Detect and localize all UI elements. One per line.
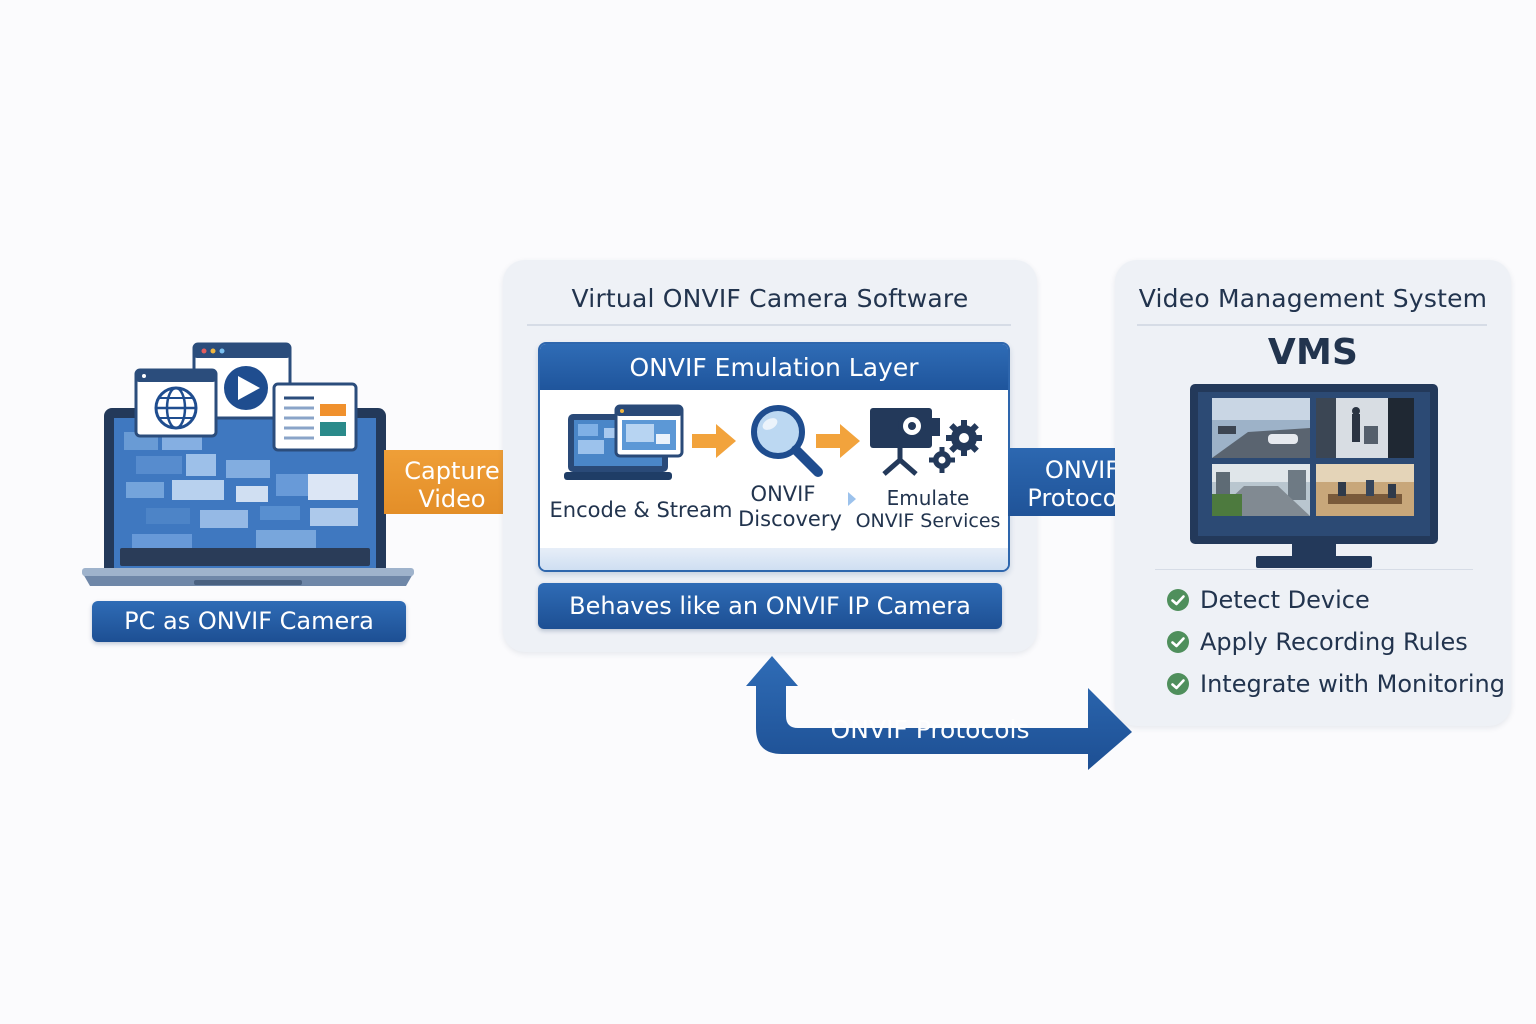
behaves-like-label: Behaves like an ONVIF IP Camera (538, 583, 1002, 629)
software-title: Virtual ONVIF Camera Software (571, 284, 969, 313)
encode-stream-icon (564, 404, 690, 484)
emulation-layer-footer (540, 548, 1008, 570)
globe-window-icon (134, 368, 218, 438)
vms-monitor-divider (1155, 569, 1473, 570)
check-icon (1167, 673, 1189, 695)
step-chevron-icon (846, 490, 858, 508)
vms-title: Video Management System (1138, 284, 1488, 313)
onvif-protocols-bottom-label: ONVIF Protocols (830, 715, 1030, 744)
feature-detect-device: Detect Device (1166, 585, 1370, 615)
emulation-layer-title: ONVIF Emulation Layer (540, 344, 1008, 390)
camera-gear-icon (868, 404, 986, 476)
vms-monitor (1188, 382, 1440, 570)
step-encode-stream: Encode & Stream (549, 498, 733, 522)
feature-apply-recording-rules: Apply Recording Rules (1166, 627, 1468, 657)
pc-label: PC as ONVIF Camera (92, 601, 406, 642)
step-arrow-2 (816, 424, 862, 458)
check-icon (1167, 631, 1189, 653)
onvif-protocols-arrow-bottom (742, 654, 1134, 772)
step-arrow-1 (692, 424, 738, 458)
camera-feed-1 (1212, 398, 1310, 458)
step-onvif-discovery: ONVIF Discovery (738, 482, 842, 532)
magnifier-icon (748, 402, 824, 478)
feature-integrate-monitoring: Integrate with Monitoring (1166, 669, 1505, 699)
camera-feed-3 (1212, 464, 1310, 516)
check-icon (1167, 589, 1189, 611)
video-window-icon (192, 342, 292, 420)
vms-heading: VMS (1267, 332, 1359, 373)
emulation-layer: ONVIF Emulation Layer (538, 342, 1010, 572)
pc-illustration (76, 340, 420, 590)
camera-feed-4 (1316, 464, 1414, 516)
camera-feed-2 (1316, 398, 1414, 458)
vms-title-divider (1137, 324, 1487, 326)
capture-video-label: Capture Video (404, 457, 500, 513)
software-title-divider (527, 324, 1011, 326)
step-emulate-services: Emulate ONVIF Services (855, 486, 1001, 532)
document-window-icon (272, 382, 358, 452)
